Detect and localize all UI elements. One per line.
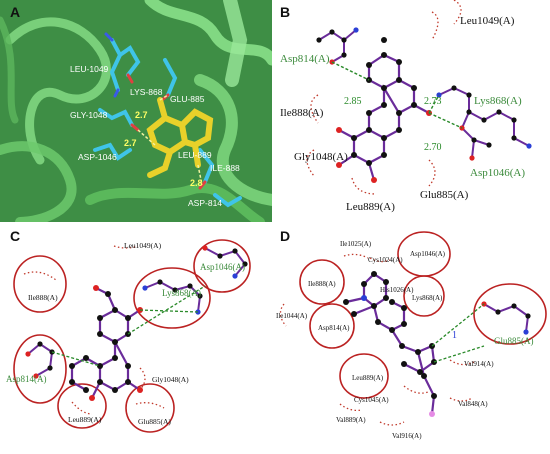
- label-glu885: Glu885(A): [494, 336, 534, 346]
- ligand-skeleton: [338, 53, 430, 181]
- residue-sticks: [93, 38, 242, 208]
- distance-label: 2.85: [344, 96, 362, 107]
- label-ile-888: ILE-888: [210, 163, 240, 173]
- label-leu-889: LEU-889: [178, 150, 212, 160]
- label-leu889: Leu889(A): [346, 201, 395, 213]
- protein-ribbon: [0, 0, 272, 222]
- panel-letter-b: B: [280, 4, 291, 20]
- distance-label: 2.70: [424, 142, 442, 153]
- hydrophobic-arcs: [306, 0, 462, 195]
- panel-c-2d-diagram: Leu1049(A) Asp1046(A) Ile888(A) Lys868(A…: [6, 239, 251, 433]
- label-cys1045: Cys1045(A): [354, 396, 389, 404]
- label-leu889: Leu889(A): [352, 374, 384, 382]
- label-asp-1046: ASP-1046: [78, 152, 117, 162]
- panel-letter-a: A: [10, 4, 21, 20]
- label-ile888: Ile888(A): [28, 293, 58, 302]
- distance-label: 2.73: [424, 96, 442, 107]
- label-asp-814: ASP-814: [188, 198, 222, 208]
- panel-a: LEU-1049 LYS-868 GLU-885 GLY-1048 ASP-10…: [0, 0, 272, 222]
- label-val889: Val889(A): [336, 416, 366, 424]
- label-ile888: Ile888(A): [308, 280, 336, 288]
- distance-label: 2.8: [190, 178, 203, 188]
- label-gly1048: Gly1048(A): [294, 151, 348, 163]
- panel-d-2d-diagram: Ile1025(A) Cys1024(A) Asp1046(A) Ile888(…: [276, 231, 547, 440]
- label-leu1049: Leu1049(A): [460, 15, 515, 27]
- label-val916: Val916(A): [392, 432, 422, 440]
- label-glu-885: GLU-885: [170, 94, 205, 104]
- panel-a-3d-view: LEU-1049 LYS-868 GLU-885 GLY-1048 ASP-10…: [0, 0, 272, 222]
- panel-letter-d: D: [280, 228, 291, 244]
- distance-label: 2.7: [124, 138, 137, 148]
- label-glu885: Glu885(A): [420, 189, 469, 201]
- label-asp1046: Asp1046(A): [470, 167, 525, 179]
- distance-label: 1: [452, 330, 457, 341]
- label-lys-868: LYS-868: [130, 87, 163, 97]
- label-asp1046: Asp1046(A): [410, 250, 446, 258]
- label-ile1044: Ile1044(A): [276, 312, 308, 320]
- panel-c: Leu1049(A) Asp1046(A) Ile888(A) Lys868(A…: [0, 226, 272, 454]
- label-asp814: Asp814(A): [318, 324, 350, 332]
- label-lys868: Lys868(A): [474, 95, 522, 107]
- label-lys868: Lys868(A): [412, 294, 443, 302]
- label-leu889: Leu889(A): [68, 415, 102, 424]
- label-gly-1048: GLY-1048: [70, 110, 108, 120]
- panel-b-2d-diagram: Asp814(A) Leu1049(A) Ile888(A) Lys868(A)…: [280, 0, 532, 213]
- label-asp1046: Asp1046(A): [200, 262, 245, 272]
- distance-label: 2.7: [135, 110, 148, 120]
- label-asp814: Asp814(A): [280, 53, 330, 65]
- label-gly1048: Gly1048(A): [152, 375, 189, 384]
- panel-letter-c: C: [10, 228, 21, 244]
- residue-circles: [13, 239, 251, 433]
- panel-b: Asp814(A) Leu1049(A) Ile888(A) Lys868(A)…: [274, 0, 550, 222]
- ligand-atoms: [336, 37, 432, 183]
- panel-d: Ile1025(A) Cys1024(A) Asp1046(A) Ile888(…: [274, 226, 550, 454]
- label-asp814: Asp814(A): [6, 374, 47, 384]
- label-glu885: Glu885(A): [138, 417, 171, 426]
- label-val914: Val914(A): [464, 360, 494, 368]
- label-lys868: Lys868(A): [162, 288, 201, 298]
- label-leu1049: Leu1049(A): [124, 241, 162, 250]
- label-leu-1049: LEU-1049: [70, 64, 109, 74]
- label-ile1025: Ile1025(A): [340, 240, 372, 248]
- label-his1026: His1026(A): [380, 286, 414, 294]
- label-ile888: Ile888(A): [280, 107, 324, 119]
- label-cys1024: Cys1024(A): [368, 256, 403, 264]
- label-val848: Val848(A): [458, 400, 488, 408]
